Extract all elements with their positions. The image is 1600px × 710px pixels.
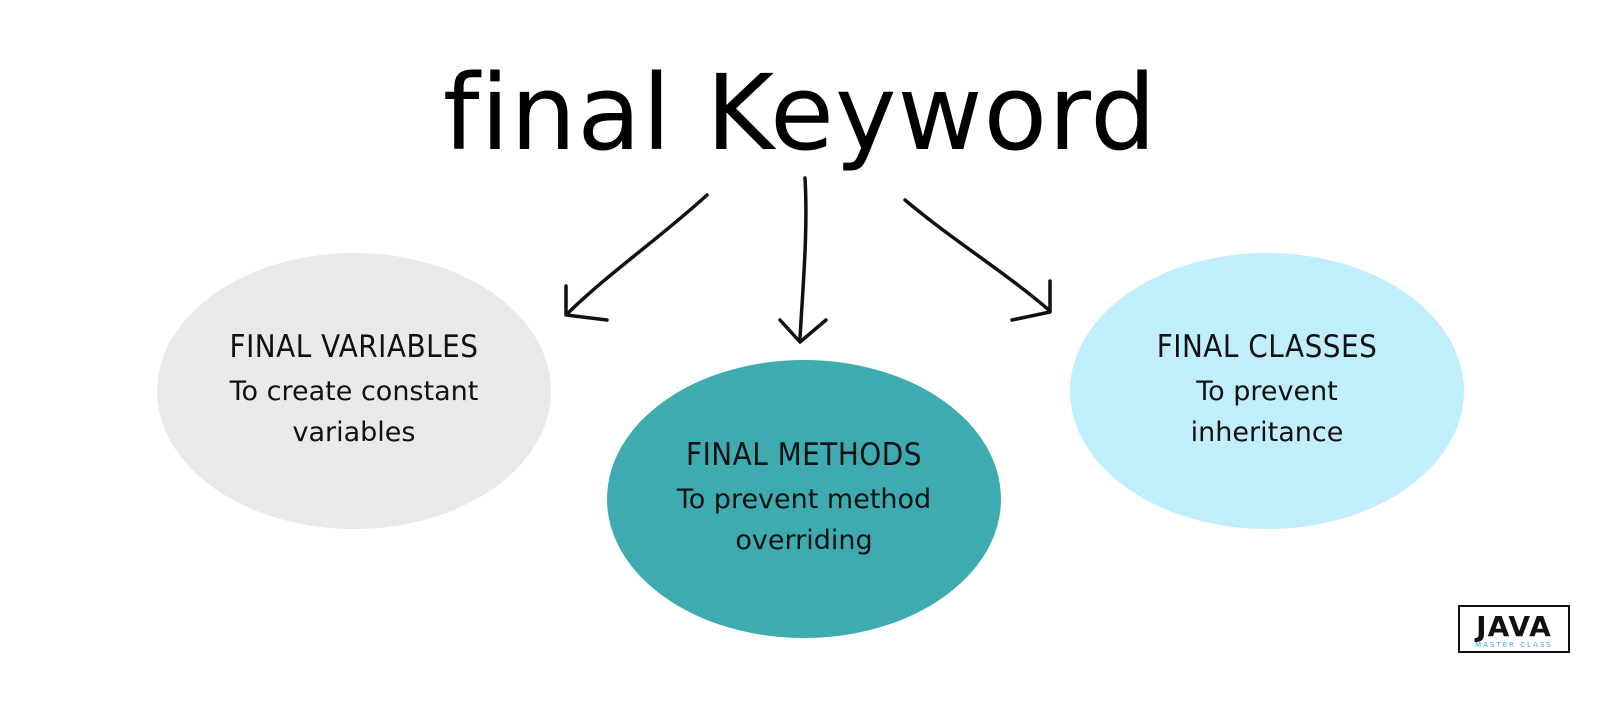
arrow-to-classes <box>903 198 1052 322</box>
node-heading: FINAL CLASSES <box>1156 329 1378 365</box>
diagram-title: final Keyword <box>442 52 1158 174</box>
node-heading: FINAL VARIABLES <box>229 329 479 365</box>
logo-mark: JAVA <box>1476 610 1552 643</box>
node-final-variables: FINAL VARIABLES To create constant varia… <box>157 253 551 529</box>
node-description: To prevent inheritance <box>1190 376 1344 448</box>
java-master-class-logo: JAVA MASTER CLASS <box>1458 605 1570 653</box>
node-final-methods: FINAL METHODS To prevent method overridi… <box>607 360 1001 638</box>
arrow-to-variables <box>564 193 709 322</box>
logo-subtitle: MASTER CLASS <box>1475 641 1553 649</box>
node-description: To create constant variables <box>229 376 479 448</box>
node-final-classes: FINAL CLASSES To prevent inheritance <box>1070 253 1464 529</box>
node-heading: FINAL METHODS <box>686 437 922 473</box>
arrow-to-methods <box>778 176 828 344</box>
node-description: To prevent method overriding <box>676 484 932 556</box>
